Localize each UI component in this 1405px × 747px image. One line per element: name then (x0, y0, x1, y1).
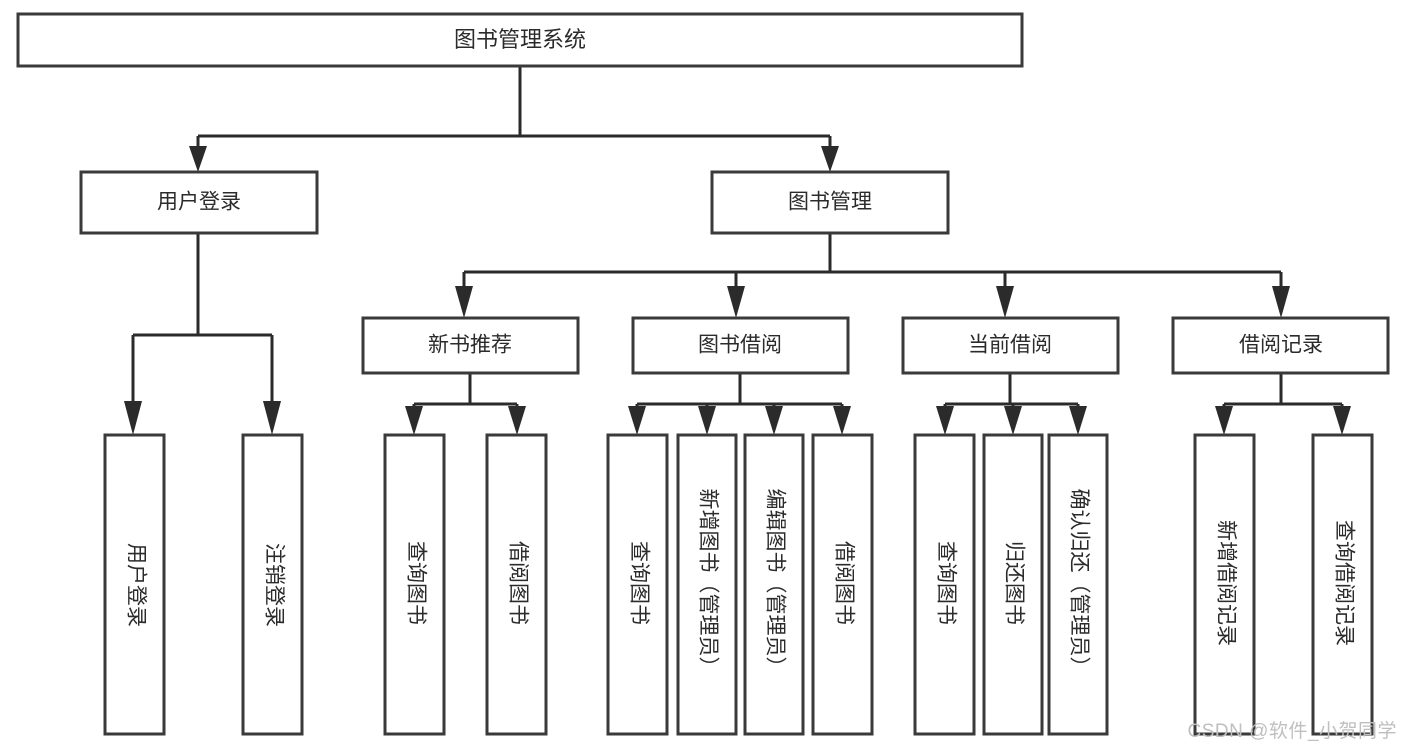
leaf-borrow-book-1-label: 借阅图书 (506, 541, 529, 625)
connector-group-root (189, 66, 839, 172)
node-user-login[interactable]: 用户登录 (79, 170, 319, 235)
leaf-edit-book-box[interactable] (743, 433, 805, 736)
arrow-head-book-borrow (727, 286, 745, 318)
node-new-book-recommend[interactable]: 新书推荐 (361, 316, 580, 375)
leaf-query-book-2-label: 查询图书 (627, 541, 650, 625)
node-current-borrow-label: 当前借阅 (968, 334, 1052, 357)
connector-group-book-manage (455, 233, 1290, 318)
leaf-add-book-label: 新增图书（管理员） (696, 489, 719, 678)
arrow-head-leaf-query-book-2 (628, 406, 646, 435)
node-book-borrow-box[interactable] (631, 316, 850, 375)
leaf-logout-box[interactable] (241, 433, 304, 736)
leaf-borrow-book-1-box[interactable] (485, 433, 548, 736)
arrow-head-new-book-recommend (455, 286, 473, 318)
node-book-manage-box[interactable] (710, 170, 950, 235)
leaf-confirm-return-box[interactable] (1047, 433, 1109, 736)
csdn-watermark: CSDN @软件_小贺同学 (1187, 721, 1397, 742)
leaf-user-login-box[interactable] (103, 433, 166, 736)
node-book-manage-label: 图书管理 (788, 191, 872, 214)
leaf-add-record-label: 新增借阅记录 (1214, 520, 1237, 646)
leaf-boxes-group (103, 433, 1374, 736)
node-current-borrow[interactable]: 当前借阅 (901, 316, 1120, 375)
node-borrow-record[interactable]: 借阅记录 (1171, 316, 1390, 375)
arrow-head-user-login (189, 146, 207, 172)
leaf-logout-label: 注销登录 (262, 543, 285, 627)
leaf-query-book-1-label: 查询图书 (404, 541, 427, 625)
arrow-head-current-borrow (996, 286, 1014, 318)
connector-group-book-borrow (628, 373, 851, 435)
node-book-borrow[interactable]: 图书借阅 (631, 316, 850, 375)
leaf-query-book-3-label: 查询图书 (934, 541, 957, 625)
arrow-head-leaf-return-book (1004, 406, 1022, 435)
leaf-query-book-3-box[interactable] (913, 433, 976, 736)
arrow-head-leaf-add-record (1215, 406, 1233, 435)
node-book-manage[interactable]: 图书管理 (710, 170, 950, 235)
connector-group-new-book-recommend (405, 373, 526, 435)
node-borrow-record-label: 借阅记录 (1239, 334, 1323, 357)
arrow-head-leaf-edit-book (765, 406, 783, 435)
node-book-borrow-label: 图书借阅 (698, 334, 782, 357)
node-root-label: 图书管理系统 (454, 27, 586, 52)
leaf-query-record-label: 查询借阅记录 (1332, 520, 1355, 646)
arrow-head-leaf-query-book-3 (936, 406, 954, 435)
leaf-borrow-book-2-box[interactable] (811, 433, 874, 736)
node-user-login-box[interactable] (79, 170, 319, 235)
arrow-head-leaf-add-book (698, 406, 716, 435)
arrow-head-leaf-user-login (124, 401, 142, 435)
node-new-book-recommend-box[interactable] (361, 316, 580, 375)
arrow-head-borrow-record (1272, 286, 1290, 318)
leaf-query-book-2-box[interactable] (606, 433, 669, 736)
node-root[interactable]: 图书管理系统 (16, 12, 1024, 68)
connector-group-borrow-record (1215, 373, 1351, 435)
node-root-box[interactable] (16, 12, 1024, 68)
leaf-return-book-label: 归还图书 (1002, 541, 1025, 625)
node-user-login-label: 用户登录 (157, 191, 241, 214)
leaf-borrow-book-2-label: 借阅图书 (832, 541, 855, 625)
node-new-book-recommend-label: 新书推荐 (428, 334, 512, 357)
arrow-head-leaf-query-book-1 (405, 406, 423, 435)
arrow-head-leaf-borrow-book-1 (508, 406, 526, 435)
arrow-head-book-manage (821, 146, 839, 172)
leaf-return-book-box[interactable] (982, 433, 1044, 736)
arrow-head-leaf-borrow-book-2 (833, 406, 851, 435)
leaf-labels-group: 用户登录 注销登录 查询图书 借阅图书 查询图书 新增图书（管理员） 编辑图书（… (124, 489, 1355, 678)
arrow-head-leaf-logout (263, 401, 281, 435)
leaf-add-record-box[interactable] (1193, 433, 1256, 736)
arrow-head-leaf-query-record (1333, 406, 1351, 435)
node-borrow-record-box[interactable] (1171, 316, 1390, 375)
connector-group-current-borrow (936, 373, 1087, 435)
leaf-edit-book-label: 编辑图书（管理员） (763, 489, 786, 678)
node-current-borrow-box[interactable] (901, 316, 1120, 375)
leaf-add-book-box[interactable] (676, 433, 738, 736)
connector-group-user-login (124, 233, 281, 435)
leaf-query-record-box[interactable] (1311, 433, 1374, 736)
arrow-head-leaf-confirm-return (1069, 406, 1087, 435)
leaf-user-login-label: 用户登录 (124, 543, 147, 627)
leaf-confirm-return-label: 确认归还（管理员） (1067, 489, 1090, 678)
leaf-query-book-1-box[interactable] (383, 433, 446, 736)
